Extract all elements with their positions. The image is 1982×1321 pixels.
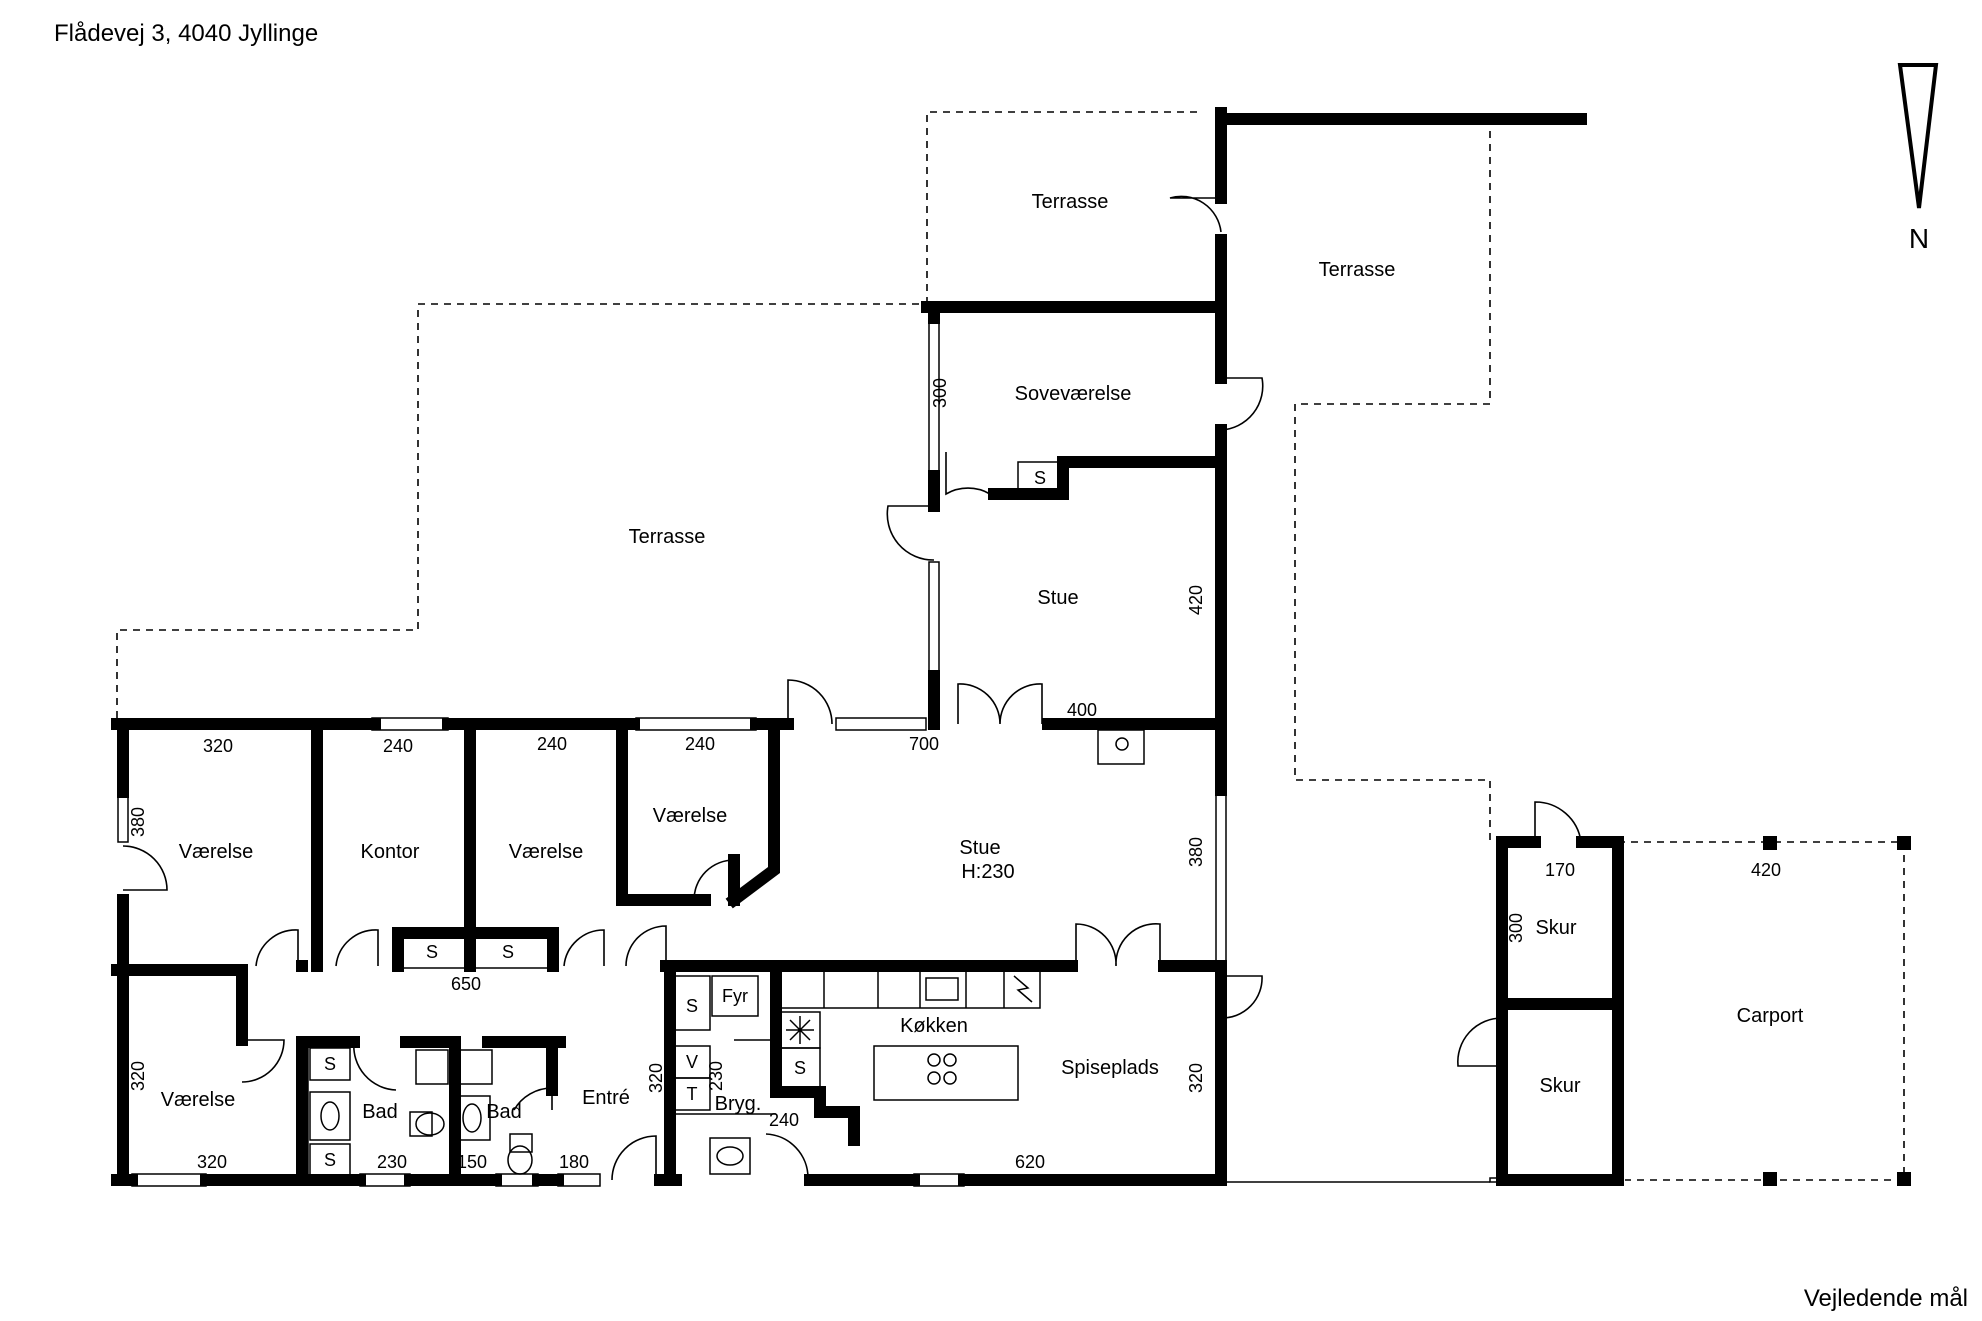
room-label-bad-2: Bad <box>486 1101 522 1123</box>
room-label-sovevaerelse: Soveværelse <box>1015 383 1132 405</box>
north-arrow-icon: N <box>1897 63 1939 254</box>
fixture-t: T <box>687 1084 698 1104</box>
room-label-spiseplads: Spiseplads <box>1061 1057 1159 1079</box>
dim-entre-h: 320 <box>646 1063 666 1093</box>
dim-stue-h: 380 <box>1186 837 1206 867</box>
dim-stue-w: 700 <box>909 734 939 754</box>
room-label-terrasse-main: Terrasse <box>629 526 706 548</box>
fixture-s-bad-2: S <box>324 1150 336 1170</box>
room-label-bryg: Bryg. <box>715 1093 762 1115</box>
dim-bad1-w: 230 <box>377 1152 407 1172</box>
bath-fixtures <box>307 932 776 1177</box>
walls <box>111 107 1624 1186</box>
carport-posts <box>1763 836 1911 1186</box>
address-title: Flådevej 3, 4040 Jyllinge <box>54 20 319 47</box>
room-label-vaerelse-4: Værelse <box>161 1089 235 1111</box>
dim-carport-w: 420 <box>1751 860 1781 880</box>
dim-skur-h: 300 <box>1506 913 1526 943</box>
fixture-v: V <box>686 1052 698 1072</box>
footer-note: Vejledende mål <box>1803 1285 1968 1312</box>
fixture-s-entre: S <box>686 996 698 1016</box>
room-label-carport: Carport <box>1737 1005 1804 1027</box>
dim-v2-w: 240 <box>537 734 567 754</box>
fixture-fyr: Fyr <box>722 986 748 1006</box>
room-label-kontor: Kontor <box>361 841 420 863</box>
dim-bryg-w: 240 <box>769 1110 799 1130</box>
fixture-s-hall-2: S <box>502 942 514 962</box>
dim-v3-w: 240 <box>685 734 715 754</box>
dim-stue-upper-h: 420 <box>1186 585 1206 615</box>
room-label-kokken: Køkken <box>900 1015 968 1037</box>
dim-hall-w: 650 <box>451 974 481 994</box>
kitchen-fixtures <box>777 461 1145 1101</box>
room-label-vaerelse-3: Værelse <box>653 805 727 827</box>
dim-bad2-w: 150 <box>457 1152 487 1172</box>
fixture-s-hall-1: S <box>426 942 438 962</box>
room-label-entre: Entré <box>582 1087 630 1109</box>
dim-skur-w: 170 <box>1545 860 1575 880</box>
fixture-s-kokken: S <box>794 1058 806 1078</box>
room-label-vaerelse-1: Værelse <box>179 841 253 863</box>
room-label-stue-height: H:230 <box>961 861 1014 883</box>
room-label-skur-2: Skur <box>1539 1075 1580 1097</box>
room-label-terrasse-top: Terrasse <box>1032 191 1109 213</box>
fixture-s-bad-1: S <box>324 1054 336 1074</box>
windows <box>117 317 1507 1187</box>
north-label: N <box>1909 223 1929 254</box>
dim-v4-w: 320 <box>197 1152 227 1172</box>
terrace-outlines <box>116 111 1905 1183</box>
dim-v1-w: 320 <box>203 736 233 756</box>
room-label-stue-upper: Stue <box>1037 587 1078 609</box>
room-label-bad-1: Bad <box>362 1101 398 1123</box>
room-label-terrasse-right: Terrasse <box>1319 259 1396 281</box>
room-label-vaerelse-2: Værelse <box>509 841 583 863</box>
room-label-stue-main: Stue <box>959 837 1000 859</box>
dim-kontor-w: 240 <box>383 736 413 756</box>
doors <box>122 195 1582 1181</box>
dim-bryg-h: 230 <box>706 1061 726 1091</box>
dim-stue-upper-w: 400 <box>1067 700 1097 720</box>
fixture-s-sove: S <box>1034 468 1046 488</box>
dim-sove-h: 300 <box>930 378 950 408</box>
room-label-skur-1: Skur <box>1535 917 1576 939</box>
dim-spise-h: 320 <box>1186 1063 1206 1093</box>
dim-v1-h: 380 <box>128 807 148 837</box>
dim-entre-w: 180 <box>559 1152 589 1172</box>
dim-v4-h: 320 <box>128 1061 148 1091</box>
dim-kok-w: 620 <box>1015 1152 1045 1172</box>
